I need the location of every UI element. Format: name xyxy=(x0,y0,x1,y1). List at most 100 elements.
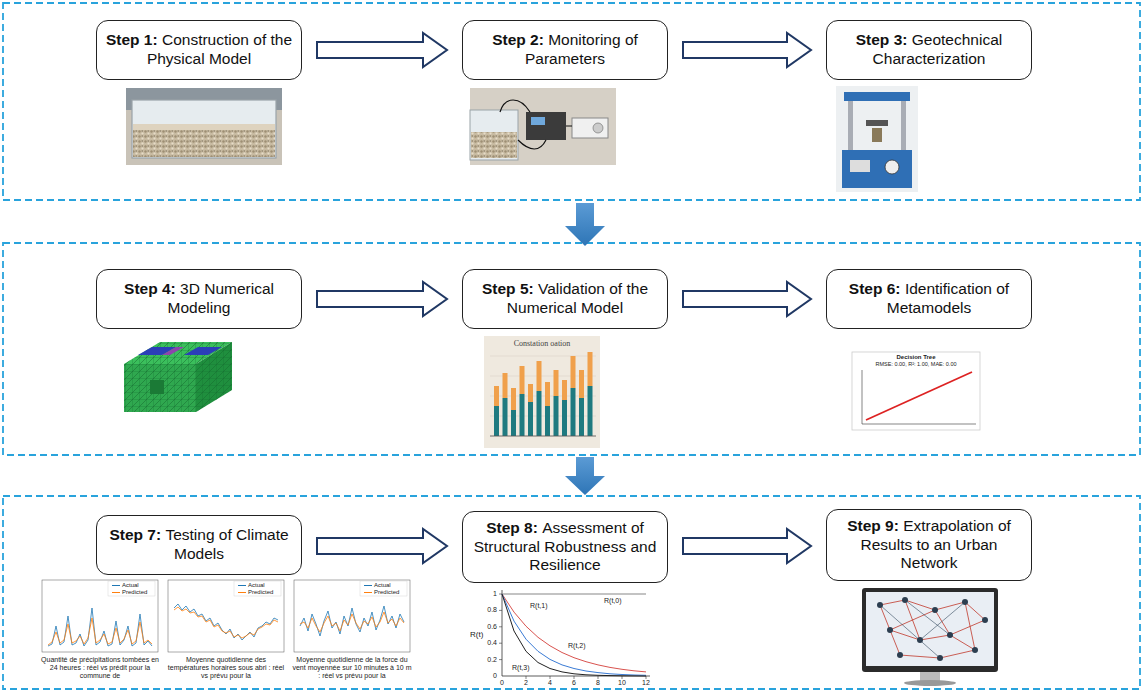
step-number: Step 6: xyxy=(849,280,901,297)
process-box: Step 7:Testing of Climate Models xyxy=(96,515,302,575)
urban-network-monitor xyxy=(972,647,978,653)
climate-chart xyxy=(168,580,284,652)
chart-label: 4 xyxy=(548,679,552,687)
climate-chart xyxy=(300,612,404,632)
step-number: Step 7: xyxy=(109,526,161,543)
chart-label: R(t,2) xyxy=(568,642,586,650)
chart-label: 2 xyxy=(524,679,528,687)
step-number: Step 2: xyxy=(492,31,544,48)
validation-bar-chart xyxy=(579,370,584,398)
metamodel-plot xyxy=(852,352,980,430)
validation-bar-chart xyxy=(528,402,533,436)
chart-label: RMSE: 0.00, R²: 1.00, MAE: 0.00 xyxy=(875,361,956,367)
testing-machine-photo xyxy=(836,86,918,192)
validation-bar-chart xyxy=(562,400,567,436)
urban-network-monitor xyxy=(887,627,893,633)
testing-machine-photo xyxy=(848,96,853,154)
physical-model-photo xyxy=(126,88,282,165)
chart-label: 0 xyxy=(500,679,504,687)
urban-network-monitor xyxy=(897,652,903,658)
monitoring-photo xyxy=(593,123,603,133)
chart-label: Decision Tree xyxy=(896,354,935,361)
climate-chart xyxy=(234,581,281,596)
chart-label: Actual xyxy=(374,582,391,589)
metamodel-plot xyxy=(852,352,980,430)
chart-label: 12 xyxy=(642,679,650,687)
block-arrow xyxy=(317,282,447,316)
step-title: Construction of the Physical Model xyxy=(147,31,292,67)
process-box: Step 5:Validation of the Numerical Model xyxy=(462,269,668,329)
monitoring-photo xyxy=(526,112,566,140)
process-box: Step 1:Construction of the Physical Mode… xyxy=(96,20,302,80)
validation-bar-chart xyxy=(484,336,600,448)
process-box: Step 9:Extrapolation of Results to an Ur… xyxy=(826,509,1032,581)
process-box: Step 2:Monitoring of Parameters xyxy=(462,20,668,80)
validation-bar-chart xyxy=(537,391,542,436)
step-title: Testing of Climate Models xyxy=(165,526,288,562)
urban-network-monitor xyxy=(862,588,998,686)
urban-network-monitor xyxy=(877,597,988,661)
validation-bar-chart xyxy=(545,382,550,406)
urban-network-monitor xyxy=(862,588,998,672)
chart-label: 0.6 xyxy=(487,623,497,631)
climate-chart xyxy=(174,604,278,640)
climate-chart xyxy=(174,607,278,638)
climate-chart xyxy=(108,581,155,596)
stage-panel xyxy=(3,3,1140,200)
chart-label: Predicted xyxy=(248,589,273,596)
chart-label: Constation oation xyxy=(514,339,571,348)
chart-label: 0.8 xyxy=(487,606,497,614)
step-number: Step 9: xyxy=(847,517,899,534)
validation-bar-chart xyxy=(511,388,516,410)
chart-label: 1 xyxy=(493,590,497,598)
testing-machine-photo xyxy=(885,160,899,174)
climate-chart xyxy=(112,592,372,593)
block-arrow xyxy=(683,33,811,67)
chart-label: R(t,1) xyxy=(530,602,548,610)
validation-bar-chart xyxy=(554,396,559,436)
stage-panel xyxy=(3,3,1140,689)
step-title: Identification of Metamodels xyxy=(887,280,1009,316)
numerical-mesh xyxy=(124,364,196,412)
monitoring-photo xyxy=(572,118,608,138)
validation-bar-chart xyxy=(484,336,600,448)
validation-bar-chart xyxy=(562,380,567,400)
urban-network-monitor xyxy=(877,602,883,608)
monitoring-photo xyxy=(500,100,572,149)
physical-model-photo xyxy=(126,88,282,165)
urban-network-monitor xyxy=(880,600,965,658)
validation-bar-chart xyxy=(494,406,499,436)
process-box: Step 3:Geotechnical Characterization xyxy=(826,20,1032,80)
urban-network-monitor xyxy=(947,632,953,638)
step-text: Step 6:Identification of Metamodels xyxy=(835,280,1023,317)
step-text: Step 4:3D Numerical Modeling xyxy=(105,280,293,317)
urban-network-monitor xyxy=(937,655,943,661)
climate-chart xyxy=(300,606,404,636)
validation-bar-chart xyxy=(520,366,525,394)
physical-model-photo xyxy=(132,100,276,158)
step-number: Step 5: xyxy=(482,280,534,297)
resilience-curves xyxy=(502,590,650,676)
monitoring-photo xyxy=(470,110,518,160)
step-text: Step 7:Testing of Climate Models xyxy=(105,526,293,563)
block-arrow xyxy=(317,529,447,563)
chart-label: Moyenne quotidienne des températures hor… xyxy=(166,656,286,680)
urban-network-monitor xyxy=(904,680,956,686)
step-text: Step 9:Extrapolation of Results to an Ur… xyxy=(835,517,1023,573)
validation-bar-chart xyxy=(588,352,593,386)
testing-machine-photo xyxy=(901,96,906,154)
validation-bar-chart xyxy=(503,373,508,398)
testing-machine-photo xyxy=(872,128,882,142)
climate-chart xyxy=(48,608,152,646)
resilience-curves xyxy=(499,594,646,679)
stage-panel xyxy=(3,243,1140,455)
resilience-curves xyxy=(502,594,646,672)
resilience-curves xyxy=(499,590,650,679)
validation-bar-chart xyxy=(511,410,516,436)
step-text: Step 1:Construction of the Physical Mode… xyxy=(105,31,293,68)
chart-label: R(t,0) xyxy=(604,597,622,605)
resilience-curves xyxy=(502,594,646,675)
stage-panel xyxy=(3,496,1140,689)
